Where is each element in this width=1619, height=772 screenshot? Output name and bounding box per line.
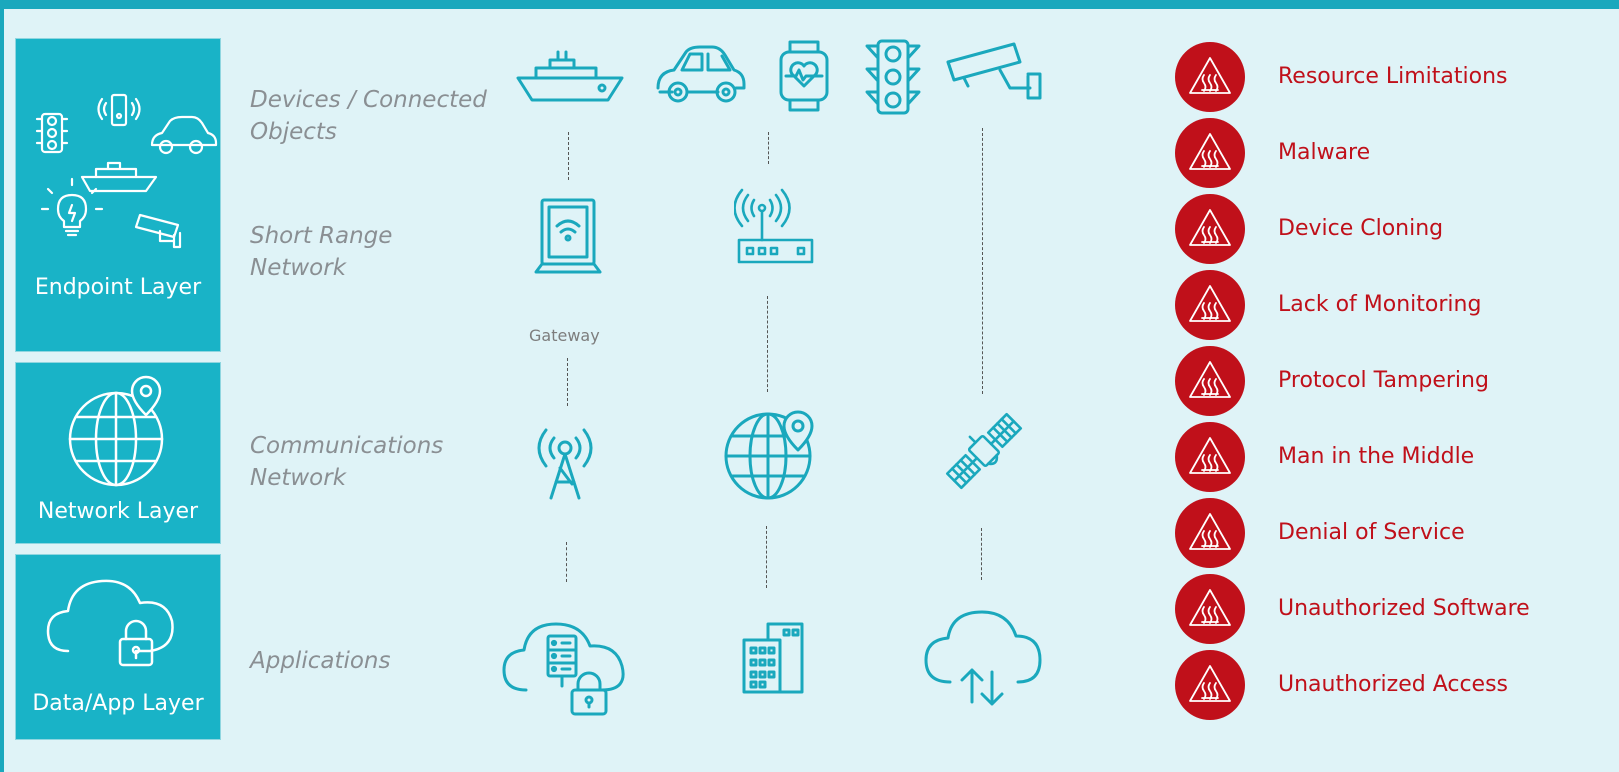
risk-label: Denial of Service bbox=[1278, 520, 1465, 545]
risk-label: Man in the Middle bbox=[1278, 444, 1475, 469]
risk-circle bbox=[1175, 574, 1245, 644]
endpoint-layer-box: Endpoint Layer bbox=[15, 38, 221, 352]
short-range-row-label-line2: Network bbox=[250, 255, 347, 281]
gateway-icon bbox=[534, 198, 602, 274]
connector-satellite-cloud bbox=[981, 528, 982, 580]
cloud-lock-icon bbox=[46, 579, 174, 667]
warning-hot-surface-icon bbox=[1189, 209, 1231, 246]
connector-globe-building bbox=[766, 526, 767, 588]
car-icon bbox=[656, 45, 746, 103]
risk-label: Lack of Monitoring bbox=[1278, 292, 1482, 317]
risk-label: Device Cloning bbox=[1278, 216, 1444, 241]
communications-row-label-line2: Network bbox=[250, 465, 347, 491]
cloud-server-lock-icon bbox=[502, 622, 625, 716]
warning-hot-surface-icon bbox=[1189, 513, 1231, 550]
connector-gateway-devices bbox=[568, 132, 569, 180]
risk-circle bbox=[1175, 346, 1245, 416]
warning-hot-surface-icon bbox=[1189, 437, 1231, 474]
connector-camera-satellite bbox=[982, 128, 983, 394]
warning-hot-surface-icon bbox=[1189, 57, 1231, 94]
data-app-layer-box: Data/App Layer bbox=[15, 554, 221, 740]
cloud-sync-icon bbox=[924, 610, 1042, 706]
network-layer-label: Network Layer bbox=[37, 499, 199, 524]
applications-row-label: Applications bbox=[250, 645, 391, 677]
globe-location-icon bbox=[724, 410, 814, 500]
applications-row-label-line1: Applications bbox=[250, 648, 391, 674]
devices-row-label-line2: Objects bbox=[250, 119, 337, 145]
warning-hot-surface-icon bbox=[1189, 665, 1231, 702]
connector-tower-cloud bbox=[566, 542, 567, 582]
network-layer-box: Network Layer bbox=[15, 362, 221, 544]
globe-pin-icon bbox=[68, 375, 164, 487]
risk-label: Resource Limitations bbox=[1278, 64, 1508, 89]
cell-tower-icon bbox=[537, 428, 593, 500]
ship-icon bbox=[516, 50, 624, 102]
risk-circle bbox=[1175, 422, 1245, 492]
gateway-label: Gateway bbox=[529, 326, 600, 345]
connector-router-globe bbox=[767, 296, 768, 392]
risk-circle bbox=[1175, 194, 1245, 264]
wifi-router-icon bbox=[734, 188, 814, 264]
security-camera-icon bbox=[946, 42, 1042, 100]
communications-row-label: Communications Network bbox=[250, 430, 443, 494]
devices-row-label-line1: Devices / Connected bbox=[250, 87, 487, 113]
devices-row-label: Devices / Connected Objects bbox=[250, 84, 487, 148]
warning-hot-surface-icon bbox=[1189, 285, 1231, 322]
risk-circle bbox=[1175, 42, 1245, 112]
endpoint-layer-label: Endpoint Layer bbox=[34, 275, 202, 300]
warning-hot-surface-icon bbox=[1189, 133, 1231, 170]
risk-circle bbox=[1175, 650, 1245, 720]
warning-hot-surface-icon bbox=[1189, 589, 1231, 626]
risk-label: Malware bbox=[1278, 140, 1371, 165]
risk-circle bbox=[1175, 118, 1245, 188]
endpoint-devices-icon bbox=[35, 93, 218, 249]
risk-label: Unauthorized Software bbox=[1278, 596, 1530, 621]
risk-circle bbox=[1175, 498, 1245, 568]
connector-router-devices bbox=[768, 132, 769, 164]
risk-label: Unauthorized Access bbox=[1278, 672, 1509, 697]
satellite-icon bbox=[945, 412, 1023, 490]
risk-circle bbox=[1175, 270, 1245, 340]
traffic-light-icon bbox=[865, 39, 921, 115]
short-range-row-label: Short Range Network bbox=[250, 220, 392, 284]
risk-label: Protocol Tampering bbox=[1278, 368, 1489, 393]
data-app-layer-label: Data/App Layer bbox=[32, 691, 204, 716]
connector-gateway-tower bbox=[567, 358, 568, 406]
smartwatch-icon bbox=[779, 40, 829, 112]
short-range-row-label-line1: Short Range bbox=[250, 223, 393, 249]
communications-row-label-line1: Communications bbox=[250, 433, 444, 459]
office-building-icon bbox=[742, 622, 804, 694]
warning-hot-surface-icon bbox=[1189, 361, 1231, 398]
